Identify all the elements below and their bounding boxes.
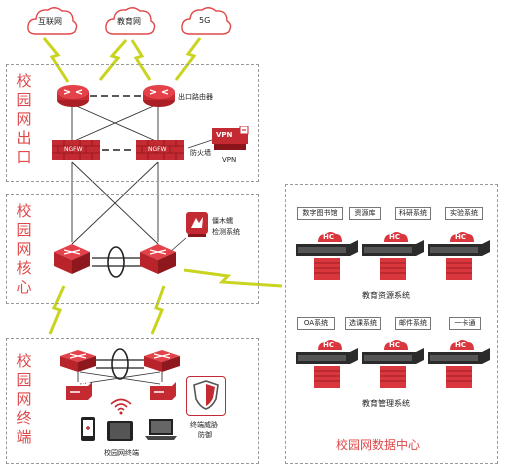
vpn-badge-label: VPN	[216, 131, 233, 139]
lightning-edu-to-router-left	[98, 39, 128, 81]
link-core-to-detector	[169, 237, 187, 253]
lightning-core-to-datacenter	[183, 268, 283, 288]
data-center-title: 校园网数据中心	[336, 438, 421, 452]
zone-data-center	[285, 184, 498, 464]
link-fw-cross-b	[71, 161, 159, 245]
link-firewall-to-vpn	[187, 139, 213, 149]
lightning-edu-to-router-right	[130, 39, 152, 81]
system-research: 科研系统	[395, 207, 431, 220]
system-mail: 邮件系统	[395, 317, 431, 330]
firewall-right: NGFW	[136, 140, 184, 160]
detection-system-label-1: 僵木蠕	[212, 217, 233, 225]
access-switch-right	[144, 350, 180, 372]
tablet-icon	[107, 421, 133, 441]
access-point-left: AP	[62, 378, 96, 402]
hc-server-group-6: HC	[428, 340, 490, 390]
hc-server-group-3: HC	[428, 232, 490, 282]
hc-server-group-4: HC	[296, 340, 358, 390]
core-stack-ring	[107, 246, 125, 278]
lightning-internet-to-router	[42, 37, 70, 83]
hc-label-2: HC	[389, 233, 400, 241]
zone-exit-title: 校园网出口	[16, 72, 32, 166]
vpn-device: VPN	[212, 126, 250, 152]
cloud-5g	[181, 7, 232, 35]
hc-server-group-5: HC	[362, 340, 424, 390]
terminal-threat-label-2: 防御	[198, 431, 212, 439]
system-course-selection: 选课系统	[345, 317, 381, 330]
zone-campus-exit	[6, 64, 259, 182]
lightning-5g-to-router	[174, 37, 202, 81]
firewall-right-ngfw-label: NGFW	[148, 146, 167, 153]
hc-label-4: HC	[323, 341, 334, 349]
resource-group-title: 教育资源系统	[362, 291, 410, 300]
smartphone-icon	[81, 417, 95, 441]
cloud-education-label: 教育网	[117, 17, 141, 26]
link-router-cross-b	[71, 103, 159, 143]
hc-label-5: HC	[389, 341, 400, 349]
zone-core-title: 校园网核心	[16, 202, 32, 296]
detection-system-icon	[186, 212, 208, 237]
system-experiment: 实验系统	[445, 207, 483, 220]
cloud-5g-label: 5G	[199, 16, 211, 25]
hc-server-group-1: HC	[296, 232, 358, 282]
system-resource-library: 资源库	[349, 207, 381, 220]
management-group-title: 教育管理系统	[362, 399, 410, 408]
zone-campus-terminal	[6, 338, 259, 464]
hc-server-group-2: HC	[362, 232, 424, 282]
hc-label-6: HC	[455, 341, 466, 349]
exit-router-right	[143, 85, 175, 107]
link-access-cross-b	[79, 371, 161, 385]
zone-campus-core	[6, 194, 259, 304]
shield-icon	[193, 380, 219, 410]
cloud-education	[105, 7, 156, 35]
lightning-core-right-to-terminal	[150, 285, 166, 335]
access-point-right: AP	[146, 378, 180, 402]
exit-router-label: 出口路由器	[178, 93, 213, 101]
access-stack-ring	[111, 348, 129, 380]
system-oa: OA系统	[297, 317, 335, 330]
exit-router-left	[57, 85, 89, 107]
wifi-icon	[110, 398, 132, 415]
access-point-left-label: AP	[81, 380, 91, 387]
firewall-left-ngfw-label: NGFW	[64, 146, 83, 153]
access-point-right-label: AP	[165, 380, 175, 387]
zone-terminal-title: 校园网终端	[16, 352, 32, 446]
laptop-icon	[145, 419, 177, 440]
lightning-core-left-to-terminal	[48, 285, 66, 335]
system-campus-card: 一卡通	[449, 317, 481, 330]
core-switch-left	[54, 244, 90, 274]
cloud-internet	[27, 7, 78, 35]
cloud-internet-label: 互联网	[38, 17, 62, 26]
terminal-threat-label-1: 终端威胁	[190, 421, 218, 429]
hc-label-1: HC	[323, 233, 334, 241]
firewall-label: 防火墙	[190, 149, 211, 157]
terminal-threat-defense-card	[186, 376, 226, 416]
access-switch-left	[60, 350, 96, 372]
hc-label-3: HC	[455, 233, 466, 241]
core-switch-right	[140, 244, 176, 274]
detection-system-label-2: 检测系统	[212, 228, 240, 236]
system-digital-library: 数字图书馆	[297, 207, 343, 220]
vpn-label: VPN	[222, 156, 237, 164]
campus-terminal-label: 校园网终端	[104, 449, 139, 457]
firewall-left: NGFW	[52, 140, 100, 160]
